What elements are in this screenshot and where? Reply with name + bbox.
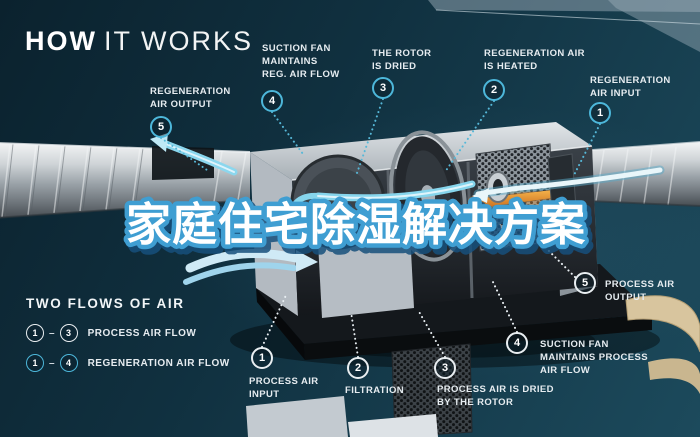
airflow-process-in xyxy=(183,262,297,285)
leader-regeneration-4 xyxy=(271,111,304,155)
legend-badge-start: 1 xyxy=(26,324,44,342)
callout-label-suction-fan-reg: SUCTION FAN MAINTAINS REG. AIR FLOW xyxy=(262,43,340,80)
callout-label-suction-fan-process: SUCTION FAN MAINTAINS PROCESS AIR FLOW xyxy=(540,339,648,376)
overlay-title-shadow: 家庭住宅除湿解决方案 xyxy=(130,203,590,256)
page-title-primary: HOW xyxy=(25,26,97,56)
floor-panel xyxy=(246,396,348,437)
badge-process-4: 4 xyxy=(506,332,528,354)
leader-process-5 xyxy=(539,241,576,278)
lower-compartment xyxy=(318,232,414,318)
ceiling-panel xyxy=(428,0,700,52)
flexible-duct xyxy=(625,295,700,353)
arrowhead xyxy=(296,250,318,272)
badge-process-2: 2 xyxy=(347,357,369,379)
arrowhead xyxy=(312,198,335,215)
legend-row-regeneration: 1 – 4 REGENERATION AIR FLOW xyxy=(26,354,230,372)
arrowhead xyxy=(150,133,168,152)
flexible-duct xyxy=(648,358,700,394)
callout-label-process-air-is-dried: PROCESS AIR IS DRIED BY THE ROTOR xyxy=(437,384,554,408)
leader-regeneration-2 xyxy=(444,100,495,173)
callout-label-process-air-output: PROCESS AIR OUTPUT xyxy=(605,279,675,303)
badge-regeneration-5: 5 xyxy=(150,116,172,138)
badge-regeneration-3: 3 xyxy=(372,77,394,99)
overlay-title-text: 家庭住宅除湿解决方案 xyxy=(126,198,586,251)
legend-badge-start: 1 xyxy=(26,354,44,372)
airflow-arrows xyxy=(150,133,665,285)
left-end-panel xyxy=(250,152,298,316)
legend-label-regeneration: REGENERATION AIR FLOW xyxy=(87,357,230,369)
legend-label-process: PROCESS AIR FLOW xyxy=(87,327,197,339)
left-duct xyxy=(0,142,251,219)
leader-lines xyxy=(160,98,601,358)
airflow-process-in xyxy=(185,248,301,273)
legend-dash: – xyxy=(49,327,55,339)
callout-label-the-rotor-is-dried: THE ROTOR IS DRIED xyxy=(372,48,432,72)
leader-regeneration-3 xyxy=(356,98,384,174)
badge-regeneration-2: 2 xyxy=(483,79,505,101)
heater-element xyxy=(476,190,552,208)
badge-process-1: 1 xyxy=(251,347,273,369)
badge-regeneration-1: 1 xyxy=(589,102,611,124)
floor-panel xyxy=(348,414,438,437)
legend-row-process: 1 – 3 PROCESS AIR FLOW xyxy=(26,324,230,342)
legend-badge-end: 4 xyxy=(59,354,78,372)
legend-heading: TWO FLOWS OF AIR xyxy=(26,296,185,311)
badge-process-3: 3 xyxy=(434,357,456,379)
legend-dash: – xyxy=(49,357,55,369)
leader-process-1 xyxy=(261,292,288,348)
arrowhead xyxy=(472,188,489,203)
callout-label-regeneration-air-input: REGENERATION AIR INPUT xyxy=(590,75,671,99)
badge-regeneration-4: 4 xyxy=(261,90,283,112)
callout-label-process-air-input: PROCESS AIR INPUT xyxy=(249,376,319,400)
leader-process-2 xyxy=(350,311,359,358)
overlay-title-cn: 家庭住宅除湿解决方案 家庭住宅除湿解决方案 xyxy=(121,194,594,262)
leader-regeneration-1 xyxy=(572,123,601,178)
page-title-secondary: IT WORKS xyxy=(103,26,253,56)
callout-label-regeneration-air-is-heated: REGENERATION AIR IS HEATED xyxy=(484,48,585,72)
legend-two-flows: TWO FLOWS OF AIR 1 – 3 PROCESS AIR FLOW … xyxy=(26,296,230,384)
airflow-fan-curl xyxy=(289,192,329,229)
regeneration-heater-section xyxy=(468,143,560,252)
callout-label-filtration: FILTRATION xyxy=(345,385,405,396)
leader-process-3 xyxy=(417,309,446,358)
callout-label-regeneration-air-output: REGENERATION AIR OUTPUT xyxy=(150,86,231,110)
badge-process-5: 5 xyxy=(574,272,596,294)
legend-badge-end: 3 xyxy=(59,324,78,342)
leader-regeneration-5 xyxy=(160,137,208,171)
leader-process-4 xyxy=(491,279,518,333)
